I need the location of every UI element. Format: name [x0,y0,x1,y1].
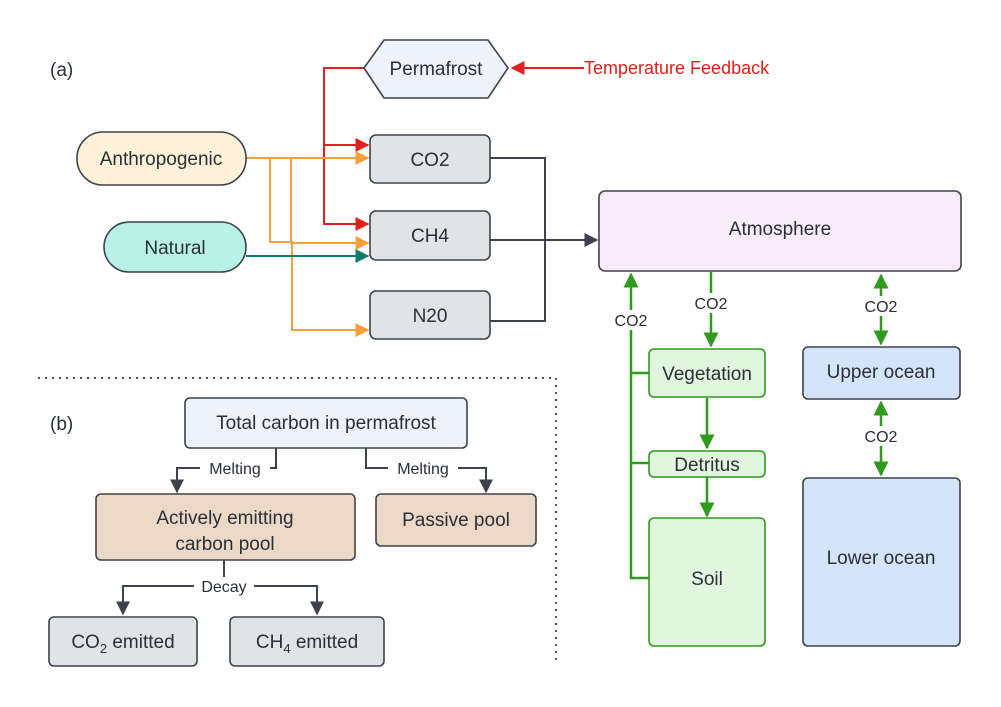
edge-label-upper-lower: CO2 [865,429,898,446]
passive-pool-label: Passive pool [402,510,510,531]
co2-emitted-node: CO2 emitted [48,616,198,667]
co2-emitted-label: CO2 emitted [71,632,174,656]
co2-label: CO2 [410,150,449,171]
active-pool-label-line2: carbon pool [175,534,274,555]
ch4-emitted-label: CH4 emitted [256,632,358,656]
edge-label-melting-left: Melting [209,461,261,478]
edge-label-soil-atm: CO2 [615,313,648,330]
edge-anthro-to-n20 [269,158,370,337]
vegetation-label: Vegetation [662,364,752,385]
anthropogenic-label: Anthropogenic [100,149,223,170]
total-carbon-label: Total carbon in permafrost [216,413,436,434]
natural-label: Natural [144,238,205,259]
active-pool-label-line1: Actively emitting [156,508,293,529]
lower-ocean-node: Lower ocean [802,477,961,647]
lower-ocean-label: Lower ocean [827,548,936,569]
detritus-label: Detritus [674,455,739,476]
edge-label-melting-right: Melting [397,461,449,478]
edge-permafrost-to-co2 [323,67,370,152]
edge-soil-to-atmosphere [623,272,649,580]
temperature-feedback-label: Temperature Feedback [584,58,770,78]
edge-active-decay [116,560,225,616]
anthropogenic-node: Anthropogenic [76,131,247,186]
upper-ocean-node: Upper ocean [802,346,961,400]
ch4-label: CH4 [411,226,449,247]
atmosphere-label: Atmosphere [729,219,831,240]
edge-permafrost-to-ch4 [323,145,370,231]
edge-label-atm-upper: CO2 [865,299,898,316]
active-pool-node: Actively emitting carbon pool [95,493,356,561]
edge-anthro-to-ch4 [246,157,370,250]
co2-flux-labels: CO2 CO2 CO2 CO2 [608,293,904,446]
co2-node: CO2 [369,134,491,184]
vegetation-node: Vegetation [648,348,766,398]
atmosphere-node: Atmosphere [598,190,962,272]
permafrost-label: Permafrost [390,59,484,80]
panel-label-a: (a) [50,60,73,81]
panel-label-b: (b) [50,414,73,435]
edge-decay-to-ch4 [224,585,324,616]
ch4-emitted-node: CH4 emitted [229,616,385,667]
upper-ocean-label: Upper ocean [827,362,936,383]
permafrost-node: Permafrost [363,39,509,99]
natural-node: Natural [103,221,247,273]
edge-co2-to-atmosphere [490,157,546,240]
passive-pool-node: Passive pool [375,493,537,547]
soil-node: Soil [648,517,766,647]
n20-node: N20 [369,290,491,340]
detritus-node: Detritus [648,450,766,478]
edge-n20-to-atmosphere [490,240,546,322]
edge-label-atm-veg: CO2 [695,296,728,313]
soil-label: Soil [691,569,723,590]
total-carbon-node: Total carbon in permafrost [184,397,468,449]
n20-label: N20 [413,306,448,327]
edge-label-decay: Decay [201,579,246,596]
ch4-node: CH4 [369,210,491,261]
